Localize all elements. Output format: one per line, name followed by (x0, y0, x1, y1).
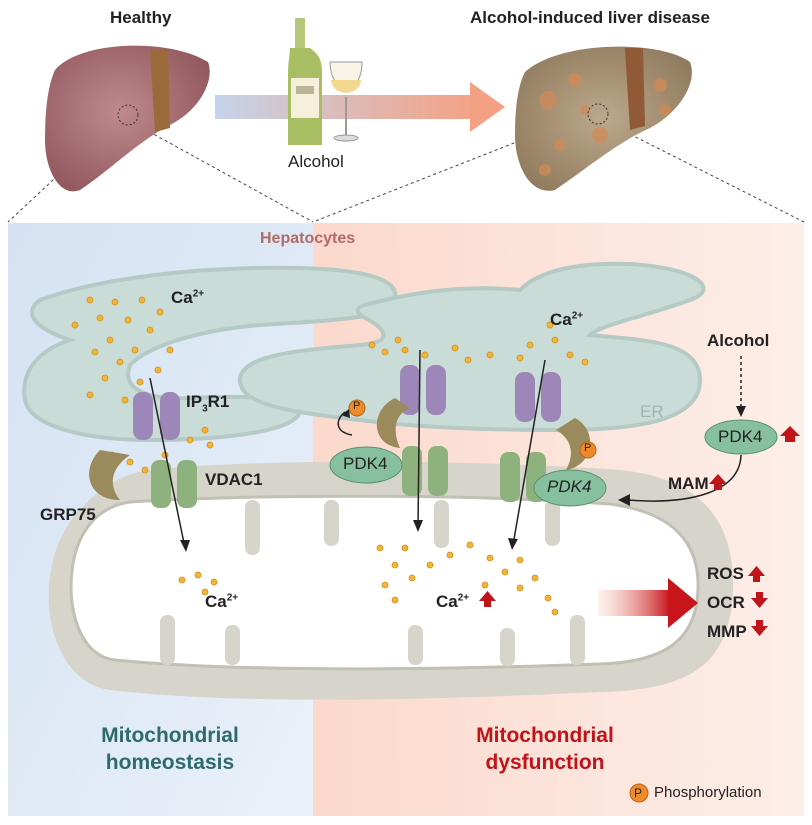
healthy-label: Healthy (110, 8, 172, 27)
alcohol-top-label: Alcohol (288, 152, 344, 171)
ca-flux-arrow-right (512, 359, 546, 546)
ca-er-label-right: Ca2+ (550, 310, 583, 330)
mam-label: MAM (668, 474, 709, 493)
left-title-line2: homeostasis (105, 751, 235, 774)
ca-er-label-left: Ca2+ (171, 288, 204, 308)
phosphorylation-marker-right (579, 441, 597, 459)
grp75-protein-left (89, 450, 130, 500)
wine-glass-icon (329, 61, 363, 142)
ca-mito-label-right: Ca2+ (436, 592, 469, 612)
grp75-protein-middle (376, 398, 410, 448)
endoplasmic-reticulum-right (237, 261, 706, 433)
ca-text: Ca (550, 310, 572, 329)
alcohol-progression-arrow (215, 82, 505, 132)
outcome-mmp: MMP (707, 622, 747, 641)
ip3r1-channel-left (133, 392, 180, 440)
dysfunction-outcome-arrow (598, 578, 698, 628)
vdac1-label: VDAC1 (205, 470, 263, 489)
ca-text: Ca (171, 288, 193, 307)
left-panel-title: Mitochondrial homeostasis (45, 722, 295, 776)
hepatocytes-label: Hepatocytes (260, 230, 356, 247)
ca-text: Ca (436, 592, 458, 611)
healthy-liver-icon (45, 45, 210, 192)
phospho-symbol-right: P (584, 442, 592, 454)
ip3r1-text: IP (186, 392, 203, 411)
ip3r1-label: IP3R1 (186, 392, 229, 414)
grp75-label: GRP75 (40, 505, 96, 524)
right-title-line2: dysfunction (485, 751, 605, 774)
ca-superscript: 2+ (226, 592, 239, 604)
phosphorylation-marker-left (348, 399, 366, 417)
ca-superscript: 2+ (192, 288, 205, 300)
pdk4-label-right: PDK4 (547, 477, 592, 496)
vdac1-channel-left (151, 460, 197, 508)
legend-p-symbol: P (634, 786, 643, 800)
alcohol-side-label: Alcohol (707, 331, 770, 350)
ca-superscript: 2+ (457, 592, 470, 604)
ca-superscript: 2+ (571, 310, 584, 322)
outcome-ros: ROS (707, 564, 744, 583)
ros-up-arrow-icon (748, 566, 765, 582)
diseased-liver-icon (515, 46, 692, 191)
ip3r1-channel-right (515, 372, 561, 422)
phosphorylation-legend-icon (629, 783, 649, 803)
ca-mito-label-left: Ca2+ (205, 592, 238, 612)
ip3r1-channel-middle (400, 365, 446, 415)
left-title-line1: Mitochondrial (101, 724, 239, 747)
wine-bottle-icon (288, 18, 322, 145)
pdk4-protein-middle (329, 446, 403, 484)
vdac1-channel-middle (402, 446, 448, 496)
pdk4-label-middle: PDK4 (343, 454, 388, 473)
mmp-down-arrow-icon (751, 620, 768, 636)
pdk4-up-arrow-icon (780, 426, 800, 442)
legend-phosphorylation-label: Phosphorylation (654, 784, 762, 801)
outcome-ocr: OCR (707, 593, 745, 612)
pdk4-induced-label: PDK4 (718, 427, 763, 446)
grp75-protein-right (556, 418, 591, 470)
pdk4-to-mam-arrow (627, 454, 742, 502)
calcium-ions (71, 296, 589, 616)
pdk4-protein-right (533, 469, 607, 507)
er-label: ER (640, 402, 664, 421)
ca-up-arrow-icon (479, 591, 496, 607)
right-panel-title: Mitochondrial dysfunction (420, 722, 670, 776)
ca-flux-arrow-left (149, 377, 186, 549)
mam-up-arrow-icon (709, 474, 727, 490)
pdk4-induced-protein (704, 419, 778, 455)
ca-text: Ca (205, 592, 227, 611)
ocr-down-arrow-icon (751, 592, 768, 608)
ip3r1-subscript: 3 (202, 403, 208, 415)
right-title-line1: Mitochondrial (476, 724, 614, 747)
ca-flux-arrow-middle (417, 349, 421, 529)
phospho-symbol-left: P (353, 400, 361, 412)
disease-label: Alcohol-induced liver disease (470, 8, 710, 27)
ip3r1-rest: R1 (207, 392, 230, 411)
